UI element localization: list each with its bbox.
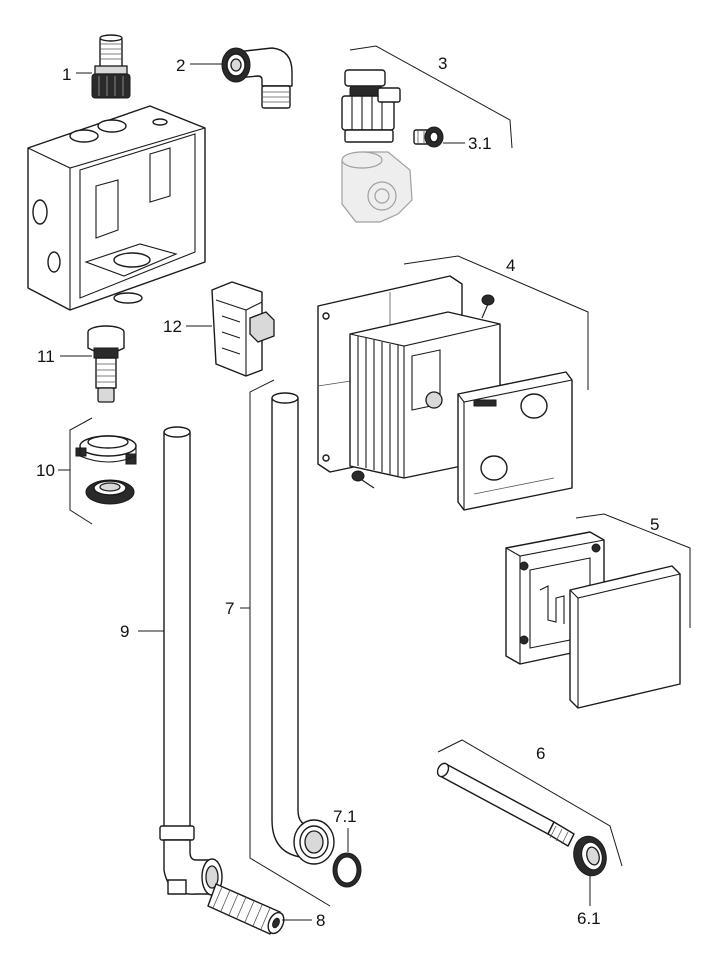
callout-2: 2 [176, 56, 186, 75]
callout-5: 5 [650, 515, 660, 534]
part-5-actuator-plate [505, 513, 691, 709]
part-1-threaded-nipple [91, 34, 131, 99]
callout-7: 7 [225, 599, 235, 618]
part-3-valve-assembly [341, 45, 513, 223]
callout-12: 12 [163, 317, 182, 336]
part-7-1-o-ring [332, 852, 362, 888]
callout-3: 3 [438, 54, 448, 73]
callout-6-1: 6.1 [577, 909, 601, 928]
part-6-1-seal-ring [573, 835, 607, 877]
callout-8: 8 [316, 911, 326, 930]
callout-4: 4 [506, 256, 516, 275]
callout-10: 10 [36, 461, 55, 480]
installation-box [27, 105, 206, 311]
callout-9: 9 [120, 622, 130, 641]
callout-1: 1 [62, 65, 72, 84]
part-10-clamp-and-seal [69, 417, 137, 525]
part-3-1-cartridge [413, 126, 444, 148]
part-4-rough-in-box [317, 255, 589, 511]
part-11-adapter [87, 325, 125, 403]
callout-6: 6 [536, 744, 546, 763]
part-2-elbow-fitting [221, 47, 293, 109]
leader-lines [58, 63, 591, 921]
part-9-flush-pipe [159, 426, 223, 896]
part-12-bracket [211, 281, 275, 377]
part-6-pipe-connector [436, 739, 623, 867]
part-7-connection-pipe [249, 379, 335, 907]
part-8-corrugated-hose [207, 883, 285, 935]
callout-7-1: 7.1 [333, 807, 357, 826]
callout-11: 11 [37, 347, 55, 366]
callout-3-1: 3.1 [468, 134, 492, 153]
